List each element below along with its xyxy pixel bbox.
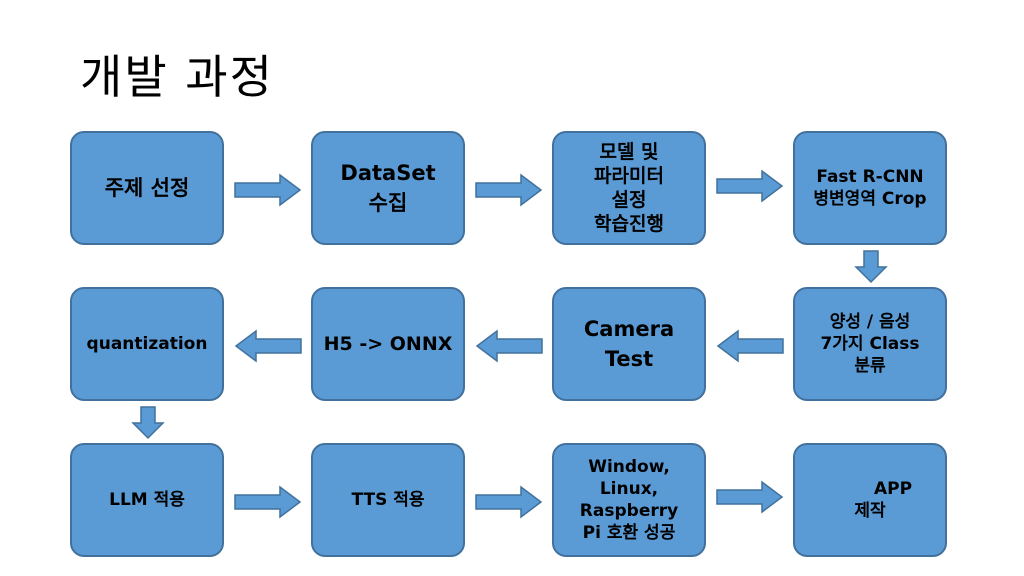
step-label: Linux, [599, 479, 659, 499]
arrow-left-icon [716, 329, 784, 363]
arrow-down-icon [131, 406, 165, 440]
arrow-left-icon [475, 329, 543, 363]
arrow-right-icon [475, 485, 543, 519]
arrow-right-icon [234, 173, 302, 207]
step-label: 분류 [854, 356, 886, 376]
step-label: 제작 [854, 501, 886, 521]
step-camera-test: Camera Test [552, 287, 706, 401]
step-model-training: 모델 및 파라미터 설정 학습진행 [552, 131, 706, 245]
step-label: LLM 적용 [109, 490, 185, 510]
step-tts-apply: TTS 적용 [311, 443, 465, 557]
step-label: Pi 호환 성공 [582, 523, 676, 543]
step-platform-compatibility: Window, Linux, Raspberry Pi 호환 성공 [552, 443, 706, 557]
step-app-development: APP 제작 [793, 443, 947, 557]
step-class-classification: 양성 / 음성 7가지 Class 분류 [793, 287, 947, 401]
step-topic-selection: 주제 선정 [70, 131, 224, 245]
step-label: TTS 적용 [351, 490, 425, 510]
step-dataset-collection: DataSet 수집 [311, 131, 465, 245]
step-label: 학습진행 [594, 213, 664, 235]
step-label: DataSet [340, 161, 436, 185]
step-label: 파라미터 [594, 165, 664, 187]
step-quantization: quantization [70, 287, 224, 401]
arrow-down-icon [854, 250, 888, 284]
step-fast-rcnn-crop: Fast R-CNN 병변영역 Crop [793, 131, 947, 245]
step-label: Window, [588, 457, 670, 477]
step-label: Camera [583, 317, 675, 341]
step-label: APP [873, 479, 913, 499]
arrow-right-icon [716, 480, 784, 514]
step-label: 모델 및 [599, 141, 659, 163]
step-label: quantization [86, 334, 208, 354]
step-label: 병변영역 Crop [813, 189, 927, 209]
arrow-left-icon [234, 329, 302, 363]
step-label: Fast R-CNN [816, 167, 924, 187]
step-label: H5 -> ONNX [323, 333, 453, 355]
step-label: 설정 [611, 189, 647, 211]
arrow-right-icon [716, 169, 784, 203]
slide-title: 개발 과정 [80, 50, 274, 104]
step-label: Test [604, 347, 654, 371]
step-llm-apply: LLM 적용 [70, 443, 224, 557]
step-label: 양성 / 음성 [829, 312, 911, 332]
step-label: 수집 [368, 191, 408, 215]
arrow-right-icon [234, 485, 302, 519]
step-label: 주제 선정 [104, 176, 190, 200]
step-label: 7가지 Class [820, 334, 920, 354]
step-label: Raspberry [579, 501, 679, 521]
step-h5-to-onnx: H5 -> ONNX [311, 287, 465, 401]
arrow-right-icon [475, 173, 543, 207]
